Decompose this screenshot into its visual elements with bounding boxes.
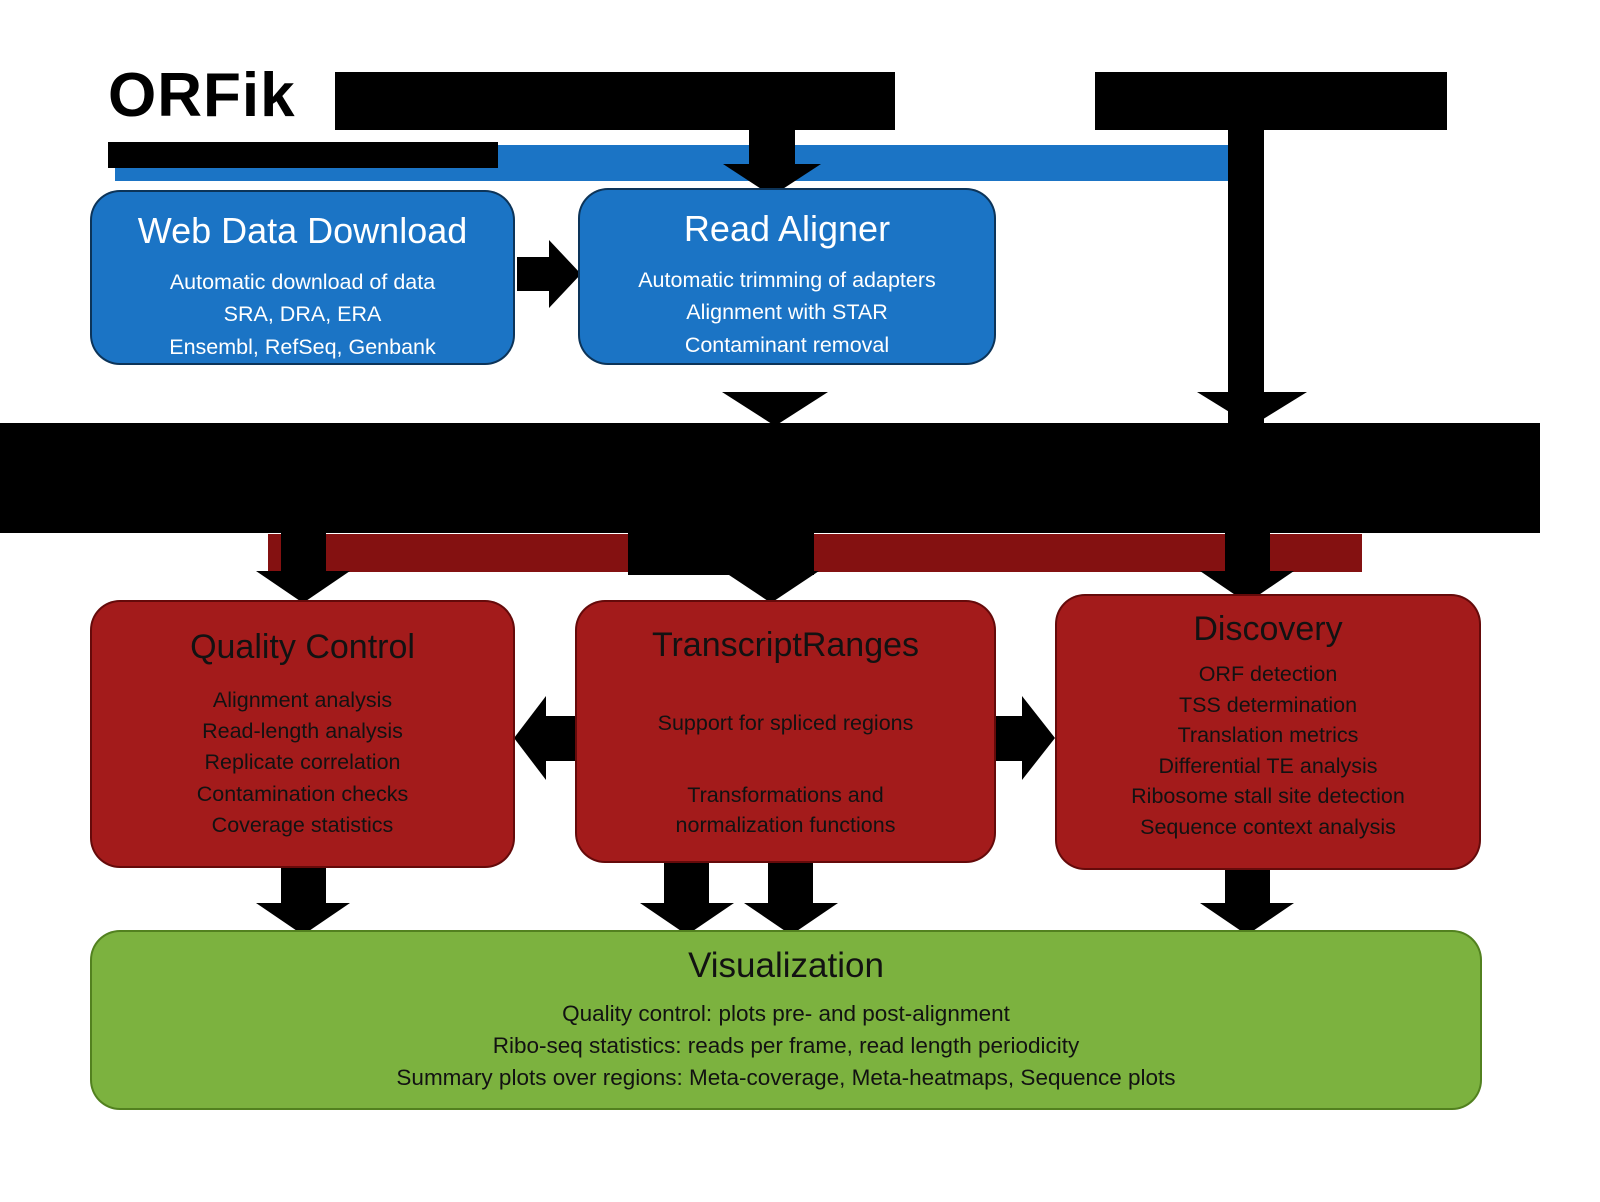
- node-line: TSS determination: [1178, 692, 1358, 717]
- arrowhead-down-icon: [723, 571, 819, 603]
- node-line: Alignment with STAR: [686, 300, 888, 325]
- redaction-bar-top: [335, 72, 895, 130]
- arrow-bar-to-discovery: [1225, 533, 1270, 577]
- node-line: Coverage statistics: [211, 812, 394, 837]
- node-line: Transformations and normalization functi…: [675, 783, 896, 838]
- node-title: Web Data Download: [137, 210, 468, 251]
- node-read-aligner: Read Aligner Automatic trimming of adapt…: [578, 188, 996, 365]
- node-line: Summary plots over regions: Meta-coverag…: [396, 1064, 1176, 1090]
- node-title: Quality Control: [190, 628, 415, 666]
- node-line: Quality control: plots pre- and post-ali…: [562, 1001, 1010, 1026]
- node-line: Alignment analysis: [212, 688, 393, 712]
- node-transcriptranges: TranscriptRanges Support for spliced reg…: [575, 600, 996, 863]
- redaction-bar-top-right: [1095, 72, 1447, 130]
- node-line: Read-length analysis: [202, 719, 403, 744]
- node-line: Support for spliced regions: [657, 711, 914, 735]
- node-line: Replicate correlation: [204, 750, 401, 775]
- arrowhead-down-icon: [1197, 392, 1307, 426]
- arrow-tr-to-discovery: [994, 716, 1022, 761]
- node-line: Contaminant removal: [684, 332, 890, 357]
- node-line: Automatic download of data: [169, 270, 436, 294]
- arrowhead-right-icon: [549, 240, 581, 308]
- arrowhead-down-icon: [744, 903, 838, 935]
- node-title: Discovery: [1193, 610, 1343, 648]
- node-title: Read Aligner: [683, 208, 891, 249]
- node-quality-control: Quality Control Alignment analysis Read-…: [90, 600, 515, 868]
- node-title: Visualization: [688, 946, 884, 985]
- arrowhead-down-icon: [640, 903, 734, 935]
- node-line: Translation metrics: [1177, 723, 1359, 748]
- node-line: SRA, DRA, ERA: [223, 302, 382, 327]
- node-web-data-download: Web Data Download Automatic download of …: [90, 190, 515, 365]
- arrow-tr-to-quality-control: [546, 716, 578, 761]
- arrow-bar-to-transcriptranges: [628, 533, 814, 575]
- arrow-qc-to-visualization: [281, 866, 326, 906]
- node-line: Automatic trimming of adapters: [638, 268, 936, 292]
- arrowhead-down-icon: [722, 392, 828, 426]
- arrowhead-down-icon: [256, 571, 350, 603]
- flow-band-dark-red: [268, 534, 1362, 572]
- arrowhead-right-icon: [1022, 696, 1055, 780]
- node-line: Ribo-seq statistics: reads per frame, re…: [492, 1032, 1080, 1058]
- node-discovery: Discovery ORF detection TSS determinatio…: [1055, 594, 1481, 870]
- node-line: Ribosome stall site detection: [1131, 784, 1405, 809]
- arrowhead-left-icon: [514, 696, 546, 780]
- connector-vertical-right: [1228, 100, 1264, 425]
- node-line: ORF detection: [1198, 662, 1338, 686]
- node-visualization: Visualization Quality control: plots pre…: [90, 930, 1482, 1110]
- redaction-bar-center: [0, 423, 1540, 533]
- page-title: ORFik: [108, 61, 296, 130]
- arrow-tr-to-visualization-right: [768, 863, 813, 906]
- node-title: TranscriptRanges: [651, 626, 920, 664]
- node-line: Sequence context analysis: [1140, 814, 1396, 839]
- arrow-bar-to-quality-control: [281, 533, 326, 577]
- node-line: Ensembl, RefSeq, Genbank: [169, 334, 436, 359]
- arrow-tr-to-visualization-left: [664, 863, 709, 906]
- arrow-webdl-to-aligner: [517, 257, 551, 291]
- redaction-bar-subtitle: [108, 142, 498, 168]
- arrow-top-to-read-aligner: [749, 126, 795, 166]
- node-line: Differential TE analysis: [1158, 753, 1378, 778]
- arrowhead-down-icon: [256, 903, 350, 935]
- arrowhead-down-icon: [1200, 903, 1294, 935]
- arrow-discovery-to-visualization: [1225, 868, 1270, 906]
- node-line: Contamination checks: [196, 781, 409, 806]
